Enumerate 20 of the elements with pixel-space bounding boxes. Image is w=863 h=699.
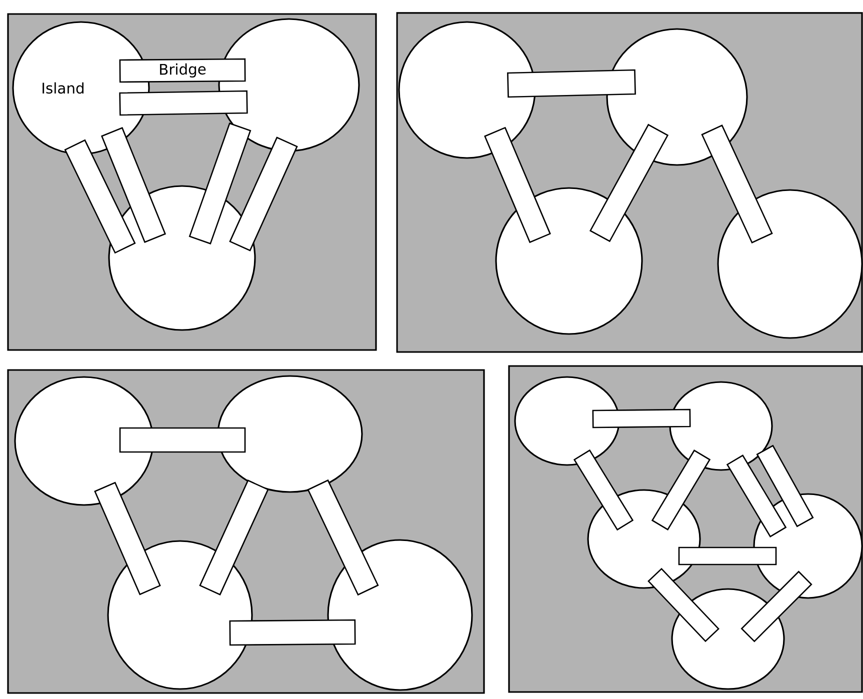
island-circle: [495, 187, 643, 335]
island-circle: [14, 376, 154, 506]
bridge-bar: [119, 427, 246, 453]
bridge-bar: [678, 546, 777, 566]
island-circle: [514, 376, 620, 466]
bridge-bar: [740, 570, 812, 642]
island-circle: [327, 539, 473, 691]
bridge-bar: [199, 480, 269, 596]
island-circle: [217, 375, 363, 493]
bridge-bar: [592, 408, 691, 428]
bridge-bar: [119, 90, 248, 116]
bridge-bar: [756, 444, 814, 528]
bridge-bar: [701, 124, 773, 244]
bridge-bar: [229, 619, 356, 646]
bridge-bar: [94, 482, 161, 596]
bridge-bar: [229, 136, 298, 252]
island-circle: [717, 189, 863, 339]
bridge-bar: Bridge: [119, 58, 246, 83]
bridge-bar: [507, 69, 636, 98]
island-circle: [398, 21, 536, 159]
